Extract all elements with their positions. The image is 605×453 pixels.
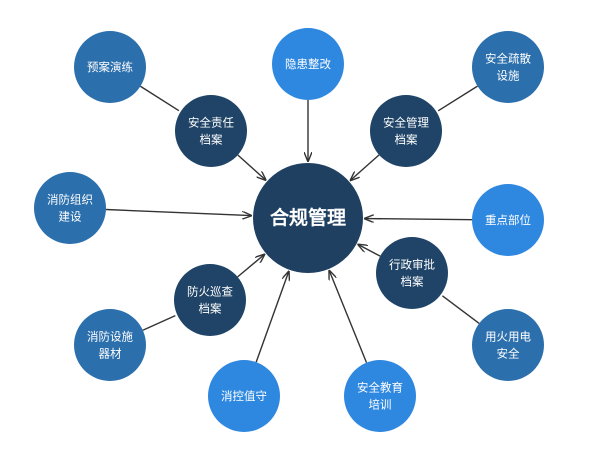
- edges-layer: [105, 85, 480, 363]
- node-circle-evac: [472, 31, 544, 103]
- node-label-watch-0: 消控值守: [221, 389, 267, 403]
- node-key: 重点部位: [472, 184, 544, 256]
- edge-resp-to-compliance: [237, 154, 266, 180]
- edge-mgmt-to-compliance: [351, 154, 380, 180]
- edge-edu-to-compliance: [329, 271, 368, 363]
- node-circle-hazard: [272, 28, 344, 100]
- node-circle-mgmt: [370, 95, 442, 167]
- node-label-evac-1: 设施: [497, 69, 520, 83]
- node-label-patrol-0: 防火巡查: [187, 285, 233, 299]
- edge-admin-to-compliance: [358, 245, 381, 257]
- edge-equip-to-patrol: [142, 314, 176, 331]
- node-hazard: 隐患整改: [272, 28, 344, 100]
- node-label-edu-0: 安全教育: [357, 381, 403, 395]
- edge-drill-to-resp: [140, 85, 180, 112]
- node-label-patrol-1: 档案: [199, 302, 222, 316]
- node-circle-drill: [74, 31, 146, 103]
- node-label-admin-0: 行政审批: [389, 258, 435, 272]
- node-label-edu-1: 培训: [369, 398, 392, 412]
- node-circle-watch: [208, 360, 280, 432]
- node-label-equip-0: 消防设施: [87, 330, 133, 344]
- edge-patrol-to-compliance: [237, 255, 265, 278]
- node-label-admin-1: 档案: [401, 275, 424, 289]
- node-circle-power: [472, 309, 544, 381]
- nodes-layer: 预案演练隐患整改安全疏散设施安全责任档案安全管理档案消防组织建设重点部位行政审批…: [34, 28, 544, 432]
- edge-org-to-compliance: [105, 208, 251, 216]
- node-circle-org: [34, 172, 106, 244]
- node-label-evac-0: 安全疏散: [485, 52, 531, 66]
- node-label-hazard-0: 隐患整改: [285, 57, 331, 71]
- node-compliance: 合规管理: [253, 163, 363, 273]
- node-label-power-0: 用火用电: [485, 330, 531, 344]
- node-watch: 消控值守: [208, 360, 280, 432]
- node-label-resp-0: 安全责任: [188, 116, 234, 130]
- edge-evac-to-mgmt: [437, 85, 478, 112]
- node-label-power-1: 安全: [497, 347, 520, 361]
- node-label-org-0: 消防组织: [47, 193, 93, 207]
- node-circle-compliance: [253, 163, 363, 273]
- node-label-resp-1: 档案: [200, 133, 223, 147]
- node-circle-key: [472, 184, 544, 256]
- node-circle-patrol: [174, 264, 246, 336]
- edge-watch-to-compliance: [255, 272, 289, 363]
- edge-key-to-compliance: [365, 219, 473, 220]
- node-label-drill-0: 预案演练: [87, 60, 133, 74]
- node-circle-edu: [344, 360, 416, 432]
- node-label-compliance-0: 合规管理: [270, 206, 346, 229]
- edge-power-to-admin: [441, 295, 480, 324]
- node-circle-admin: [376, 237, 448, 309]
- node-drill: 预案演练: [74, 31, 146, 103]
- node-label-org-1: 建设: [59, 210, 82, 224]
- node-label-mgmt-1: 档案: [395, 133, 418, 147]
- node-circle-equip: [74, 309, 146, 381]
- node-circle-resp: [175, 95, 247, 167]
- node-label-mgmt-0: 安全管理: [383, 116, 429, 130]
- node-label-equip-1: 器材: [99, 347, 122, 361]
- node-label-key-0: 重点部位: [485, 213, 531, 227]
